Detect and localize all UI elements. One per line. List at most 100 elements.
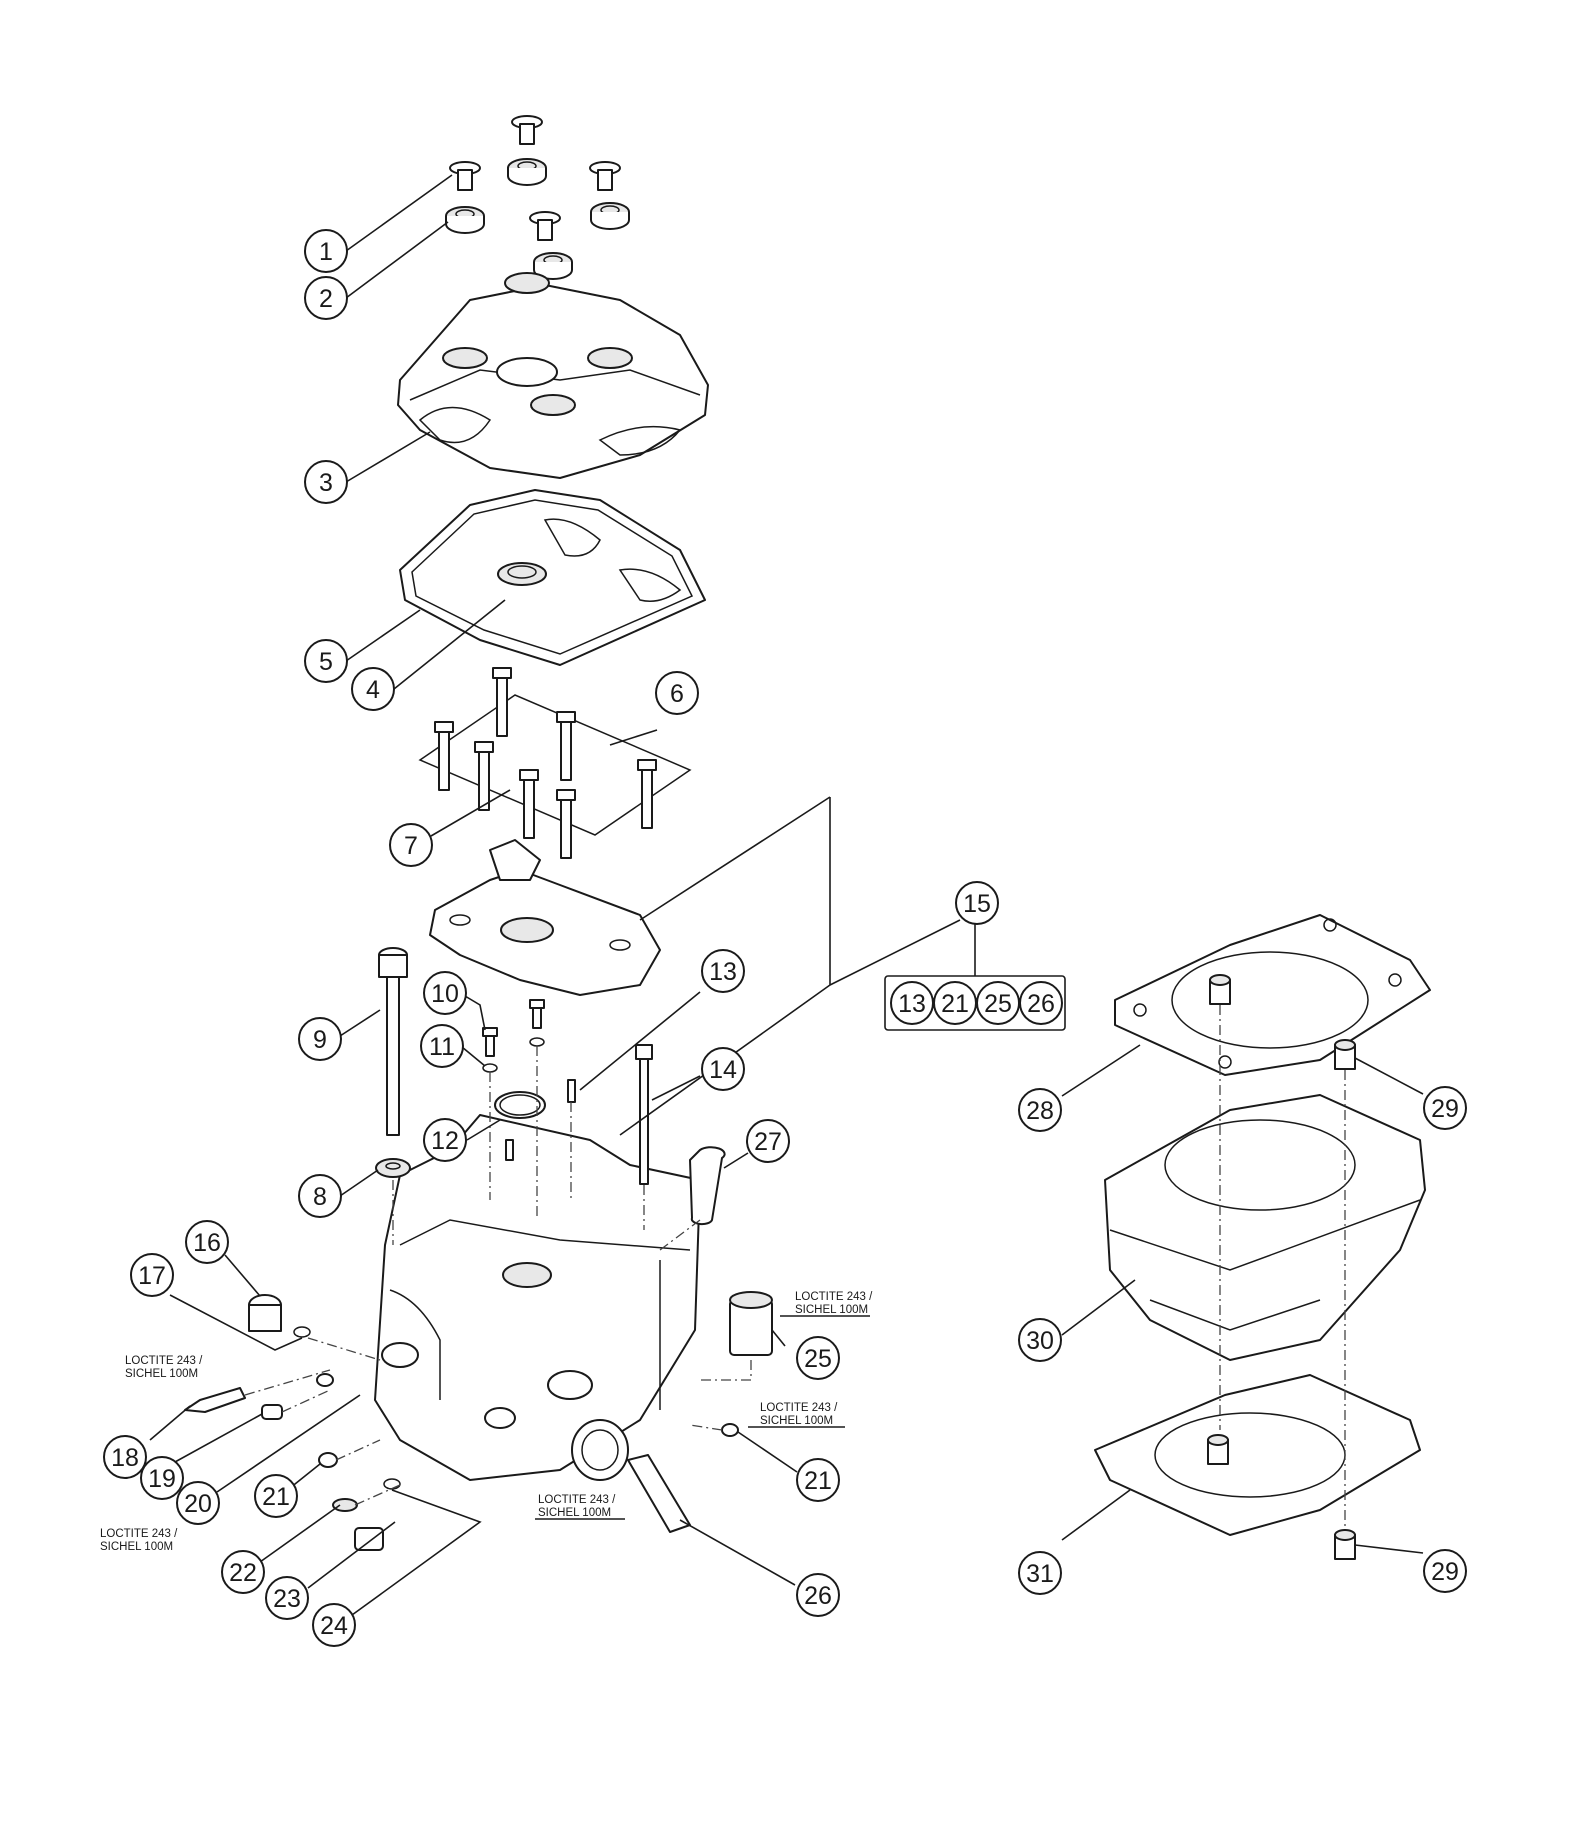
threadlock-notes: LOCTITE 243 / SICHEL 100M LOCTITE 243 / … bbox=[100, 1291, 873, 1553]
valve-cover bbox=[397, 272, 709, 479]
leader-lines bbox=[149, 174, 1424, 1616]
svg-text:2: 2 bbox=[319, 285, 333, 313]
note-25: LOCTITE 243 / SICHEL 100M bbox=[780, 1291, 873, 1317]
svg-text:LOCTITE 243 /: LOCTITE 243 / bbox=[795, 1291, 873, 1303]
svg-text:3: 3 bbox=[319, 469, 333, 497]
kit-item-21[interactable]: 21 bbox=[933, 981, 977, 1025]
note-26: LOCTITE 243 / SICHEL 100M bbox=[535, 1494, 625, 1520]
kit-item-26-label: 26 bbox=[1027, 990, 1055, 1018]
svg-text:19: 19 bbox=[148, 1465, 176, 1493]
callout-25[interactable]: 25 bbox=[796, 1336, 840, 1380]
callout-16[interactable]: 16 bbox=[185, 1220, 229, 1264]
svg-text:26: 26 bbox=[804, 1582, 832, 1610]
svg-text:17: 17 bbox=[138, 1262, 166, 1290]
callout-13[interactable]: 13 bbox=[701, 949, 745, 993]
svg-text:29: 29 bbox=[1431, 1558, 1459, 1586]
svg-text:5: 5 bbox=[319, 648, 333, 676]
callout-21-right[interactable]: 21 bbox=[796, 1458, 840, 1502]
svg-text:29: 29 bbox=[1431, 1095, 1459, 1123]
callout-3[interactable]: 3 bbox=[304, 460, 348, 504]
callout-7[interactable]: 7 bbox=[389, 823, 433, 867]
callout-29-top[interactable]: 29 bbox=[1423, 1086, 1467, 1130]
svg-text:11: 11 bbox=[429, 1033, 455, 1061]
kit-item-26[interactable]: 26 bbox=[1019, 981, 1063, 1025]
assembly-centerlines bbox=[244, 1046, 752, 1506]
svg-text:8: 8 bbox=[313, 1183, 327, 1211]
callout-21-left[interactable]: 21 bbox=[254, 1474, 298, 1518]
kit-item-13-label: 13 bbox=[898, 990, 926, 1018]
callout-17[interactable]: 17 bbox=[130, 1253, 174, 1297]
callout-20[interactable]: 20 bbox=[176, 1481, 220, 1525]
callout-4[interactable]: 4 bbox=[351, 667, 395, 711]
callout-1[interactable]: 1 bbox=[304, 229, 348, 273]
note-21-left: LOCTITE 243 / SICHEL 100M bbox=[100, 1528, 178, 1553]
note-18: LOCTITE 243 / SICHEL 100M bbox=[125, 1355, 203, 1380]
svg-text:31: 31 bbox=[1026, 1560, 1054, 1588]
callout-26[interactable]: 26 bbox=[796, 1573, 840, 1617]
svg-text:LOCTITE 243 /: LOCTITE 243 / bbox=[760, 1402, 838, 1414]
small-parts bbox=[184, 947, 773, 1551]
callout-15[interactable]: 15 bbox=[955, 881, 999, 925]
callout-18[interactable]: 18 bbox=[103, 1435, 147, 1479]
callout-9[interactable]: 9 bbox=[298, 1017, 342, 1061]
svg-text:4: 4 bbox=[366, 676, 380, 704]
svg-text:SICHEL 100M: SICHEL 100M bbox=[538, 1507, 611, 1519]
svg-text:7: 7 bbox=[404, 832, 418, 860]
callout-24[interactable]: 24 bbox=[312, 1603, 356, 1647]
svg-text:15: 15 bbox=[963, 890, 991, 918]
svg-text:25: 25 bbox=[804, 1345, 832, 1373]
cylinder-assembly bbox=[1094, 914, 1431, 1560]
callout-2[interactable]: 2 bbox=[304, 276, 348, 320]
svg-text:9: 9 bbox=[313, 1026, 327, 1054]
callout-12[interactable]: 12 bbox=[423, 1118, 467, 1162]
valve-cover-screws bbox=[445, 115, 630, 280]
svg-text:21: 21 bbox=[804, 1467, 832, 1495]
svg-text:27: 27 bbox=[754, 1128, 782, 1156]
callout-5[interactable]: 5 bbox=[304, 639, 348, 683]
svg-text:10: 10 bbox=[431, 980, 459, 1008]
callout-23[interactable]: 23 bbox=[265, 1576, 309, 1620]
callouts: 1 2 3 5 4 6 7 15 13 10 9 11 14 28 29 12 … bbox=[103, 229, 1467, 1647]
note-21-right: LOCTITE 243 / SICHEL 100M bbox=[748, 1402, 845, 1428]
kit-item-25[interactable]: 25 bbox=[976, 981, 1020, 1025]
kit-item-21-label: 21 bbox=[941, 990, 969, 1018]
svg-text:6: 6 bbox=[670, 680, 684, 708]
callout-22[interactable]: 22 bbox=[221, 1550, 265, 1594]
callout-29-bottom[interactable]: 29 bbox=[1423, 1549, 1467, 1593]
callout-11[interactable]: 11 bbox=[420, 1024, 464, 1068]
svg-text:24: 24 bbox=[320, 1612, 348, 1640]
callout-19[interactable]: 19 bbox=[140, 1456, 184, 1500]
svg-text:22: 22 bbox=[229, 1559, 257, 1587]
camshaft-bearing-bridge bbox=[429, 839, 661, 996]
callout-31[interactable]: 31 bbox=[1018, 1551, 1062, 1595]
cylinder-head bbox=[374, 1114, 701, 1481]
svg-text:LOCTITE 243 /: LOCTITE 243 / bbox=[100, 1528, 178, 1540]
svg-text:20: 20 bbox=[184, 1490, 212, 1518]
head-bolt-group bbox=[418, 667, 692, 859]
svg-text:28: 28 bbox=[1026, 1097, 1054, 1125]
kit-item-13[interactable]: 13 bbox=[890, 981, 934, 1025]
callout-30[interactable]: 30 bbox=[1018, 1318, 1062, 1362]
callout-8[interactable]: 8 bbox=[298, 1174, 342, 1218]
svg-text:21: 21 bbox=[262, 1483, 290, 1511]
callout-27[interactable]: 27 bbox=[746, 1119, 790, 1163]
svg-text:SICHEL 100M: SICHEL 100M bbox=[100, 1541, 173, 1553]
kit-item-25-label: 25 bbox=[984, 990, 1012, 1018]
svg-text:30: 30 bbox=[1026, 1327, 1054, 1355]
callout-10[interactable]: 10 bbox=[423, 971, 467, 1015]
svg-text:LOCTITE 243 /: LOCTITE 243 / bbox=[538, 1494, 616, 1506]
svg-text:12: 12 bbox=[431, 1127, 459, 1155]
kit-group-box: 13 21 25 26 bbox=[884, 975, 1066, 1031]
callout-6[interactable]: 6 bbox=[655, 671, 699, 715]
svg-text:SICHEL 100M: SICHEL 100M bbox=[125, 1368, 198, 1380]
svg-text:SICHEL 100M: SICHEL 100M bbox=[760, 1415, 833, 1427]
svg-text:SICHEL 100M: SICHEL 100M bbox=[795, 1304, 868, 1316]
svg-text:23: 23 bbox=[273, 1585, 301, 1613]
svg-text:1: 1 bbox=[319, 238, 333, 266]
callout-28[interactable]: 28 bbox=[1018, 1088, 1062, 1132]
valve-cover-gasket bbox=[399, 489, 706, 666]
svg-text:14: 14 bbox=[709, 1056, 737, 1084]
svg-text:16: 16 bbox=[193, 1229, 221, 1257]
callout-14[interactable]: 14 bbox=[701, 1047, 745, 1091]
